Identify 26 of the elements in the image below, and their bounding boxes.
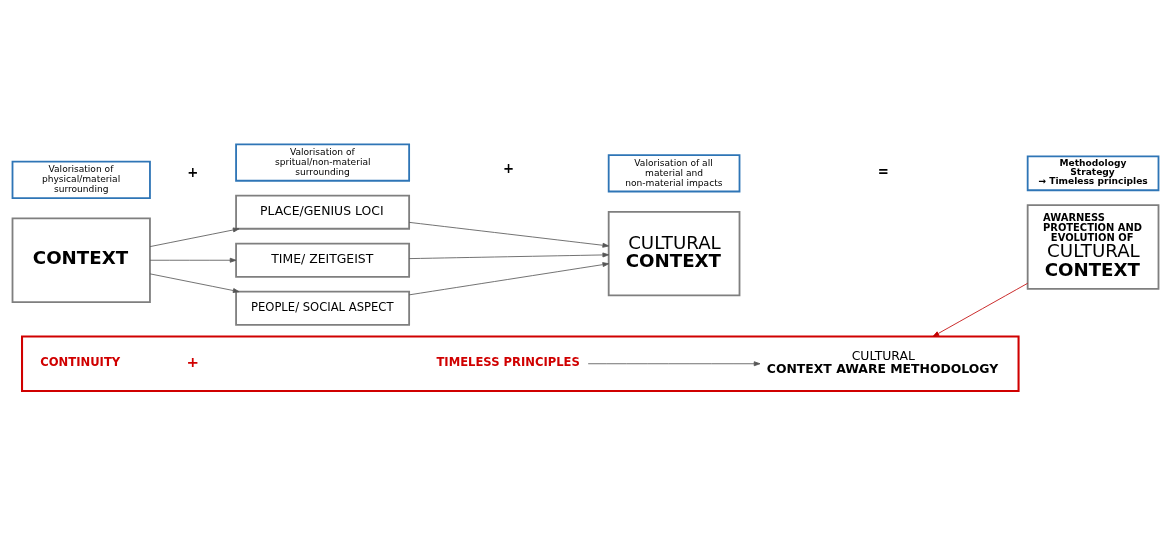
node-text: CONTINUITY	[40, 354, 121, 369]
arrow	[587, 360, 761, 366]
node-box: PEOPLE/ SOCIAL ASPECT	[235, 290, 411, 326]
cluster	[21, 334, 1020, 392]
arrow	[408, 261, 610, 295]
node-box: Methodology Strategy → Timeless principles	[1026, 154, 1160, 191]
label: +	[186, 352, 199, 371]
arrow	[149, 257, 237, 263]
arrow	[149, 272, 240, 293]
node-box: CONTEXT	[11, 217, 151, 303]
node-box: TIME/ ZEITGEIST	[235, 242, 411, 278]
node-box: CULTURAL CONTEXT	[607, 210, 741, 296]
label: +	[503, 160, 515, 176]
arrow	[408, 252, 610, 259]
arrow	[932, 282, 1028, 337]
node-box: AWARNESS PROTECTION AND EVOLUTION OF CULTURAL CONTEXT	[1026, 203, 1160, 290]
node-box: Valorisation of physical/material surrounding	[11, 160, 151, 199]
label: =	[877, 163, 889, 179]
node-box: Valorisation of spritual/non-material surrounding	[235, 142, 411, 182]
label: +	[187, 164, 199, 180]
node-box: PLACE/GENIUS LOCI	[235, 194, 411, 230]
arrow	[408, 221, 610, 248]
arrow	[149, 227, 240, 247]
node-text: CULTURAL CONTEXT AWARE METHODOLOGY	[766, 347, 999, 376]
node-text: TIMELESS PRINCIPLES	[436, 354, 580, 369]
node-box: Valorisation of all material and non-material impacts	[607, 153, 741, 192]
